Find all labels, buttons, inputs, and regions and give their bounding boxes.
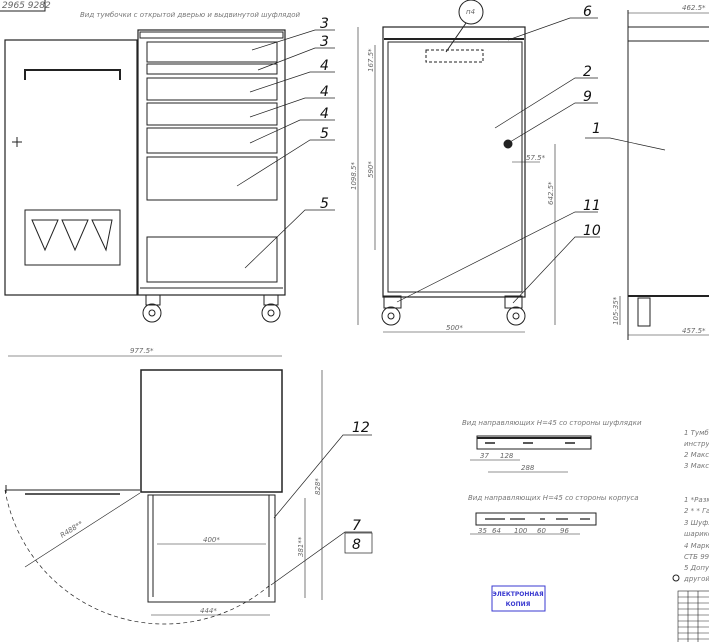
dim-wheel-height: 105-35* — [612, 296, 620, 325]
dim-guide: 35 — [478, 527, 487, 535]
dim-overall: 977.5* — [130, 347, 154, 355]
dim-guide: 64 — [492, 527, 501, 535]
note-line: 4 Маркир — [684, 542, 709, 550]
callout: 7 — [352, 518, 361, 534]
callout: 4 — [320, 58, 329, 74]
note-line: СТБ 990 — [684, 553, 709, 561]
dim-guide: 96 — [560, 527, 569, 535]
guide-drawer-side — [470, 435, 592, 473]
callout: 10 — [583, 223, 601, 239]
callout: 11 — [583, 198, 601, 214]
note-line: 2 * * Габ — [684, 507, 709, 515]
dim-depth-bottom: 457.5* — [682, 327, 706, 335]
dim-top-gap: 167.5* — [367, 48, 375, 72]
drawing-number-box: 2965 9282 — [0, 0, 51, 12]
dim-guide: 128 — [500, 452, 514, 460]
callout: 5 — [320, 196, 329, 212]
callout: 12 — [352, 420, 370, 436]
note-line: 1 Тумбо — [684, 429, 709, 437]
callout: 9 — [583, 89, 592, 105]
open-view-leaders — [236, 29, 335, 269]
note-line: инструк — [684, 440, 709, 448]
guide-drawer-title: Вид направляющих H=45 со стороны шуфлядк… — [462, 419, 642, 427]
plan-view-dims — [8, 355, 323, 616]
dim-drawer-depth: 381** — [297, 536, 305, 557]
front-view-callouts: 6 2 9 1 11 10 — [583, 4, 601, 239]
dim-guide: 37 — [480, 452, 489, 460]
dim-depth-top: 462.5* — [682, 4, 706, 12]
callout: 2 — [583, 64, 592, 80]
drawing-number: 2965 9282 — [2, 1, 51, 11]
dim-guide: 288 — [521, 464, 535, 472]
plan-view-leaders — [270, 434, 373, 586]
open-view-callouts: 3 3 4 4 4 5 5 — [320, 16, 329, 212]
dim-lock-offset: 57.5* — [526, 154, 546, 162]
note-line: 2 Макси — [684, 451, 709, 459]
marker-p4: п4 — [466, 8, 475, 16]
front-view-dims — [357, 27, 556, 333]
side-view-dim-labels: 462.5* 457.5* 105-35* — [612, 4, 706, 335]
open-view-title: Вид тумбочки с открытой дверью и выдвину… — [80, 11, 301, 19]
open-door — [4, 39, 138, 296]
stamp-line-1: ЭЛЕКТРОННАЯ — [492, 591, 544, 598]
dim-width: 500* — [446, 324, 463, 332]
callout: 1 — [592, 121, 601, 137]
callout: 4 — [320, 106, 329, 122]
front-view-dim-labels: 1098.5* 167.5* 590* 642.5* 57.5* 500* п4 — [350, 8, 555, 332]
guide-body-side — [470, 512, 597, 535]
dim-guide: 60 — [537, 527, 546, 535]
callout: 8 — [352, 537, 361, 553]
note-line: 5 Допуск — [684, 564, 709, 572]
dim-guide: 100 — [514, 527, 528, 535]
dim-depth: 828* — [314, 478, 322, 495]
guide-drawer-dims: 37 128 288 — [480, 452, 535, 472]
dim-inner-width: 400* — [203, 536, 220, 544]
side-view — [619, 10, 709, 340]
front-view-leaders — [396, 17, 666, 304]
note-marker-icon — [672, 574, 680, 582]
guide-body-dims: 35 64 100 60 96 — [478, 527, 569, 535]
front-view — [381, 0, 526, 326]
guide-body-title: Вид направляющих H=45 со стороны корпуса — [468, 494, 639, 502]
plan-view — [4, 369, 283, 625]
dim-outer-width: 444* — [200, 607, 217, 615]
dim-door-span: 590* — [367, 161, 375, 178]
callout: 5 — [320, 126, 329, 142]
note-line: 3 Макси — [684, 462, 709, 470]
callout: 4 — [320, 84, 329, 100]
callout: 3 — [320, 34, 329, 50]
note-line: 1 *Разм — [684, 496, 709, 504]
title-block — [677, 590, 709, 642]
callout: 6 — [583, 4, 592, 20]
callout: 3 — [320, 16, 329, 32]
dim-height: 1098.5* — [350, 162, 358, 190]
cabinet-body-open — [137, 29, 286, 323]
technical-notes: 1 Тумбо инструк 2 Макси 3 Макси 1 *Разм … — [683, 429, 709, 583]
note-line: шарикоб — [684, 530, 709, 538]
electronic-copy-stamp: ЭЛЕКТРОННАЯ КОПИЯ — [491, 585, 546, 612]
dim-lock-height: 642.5* — [547, 181, 555, 205]
stamp-line-2: КОПИЯ — [506, 601, 531, 608]
note-line: другой к — [683, 575, 709, 583]
note-line: 3 Шуфля — [684, 519, 709, 527]
plan-view-callouts: 12 7 8 — [352, 420, 370, 553]
